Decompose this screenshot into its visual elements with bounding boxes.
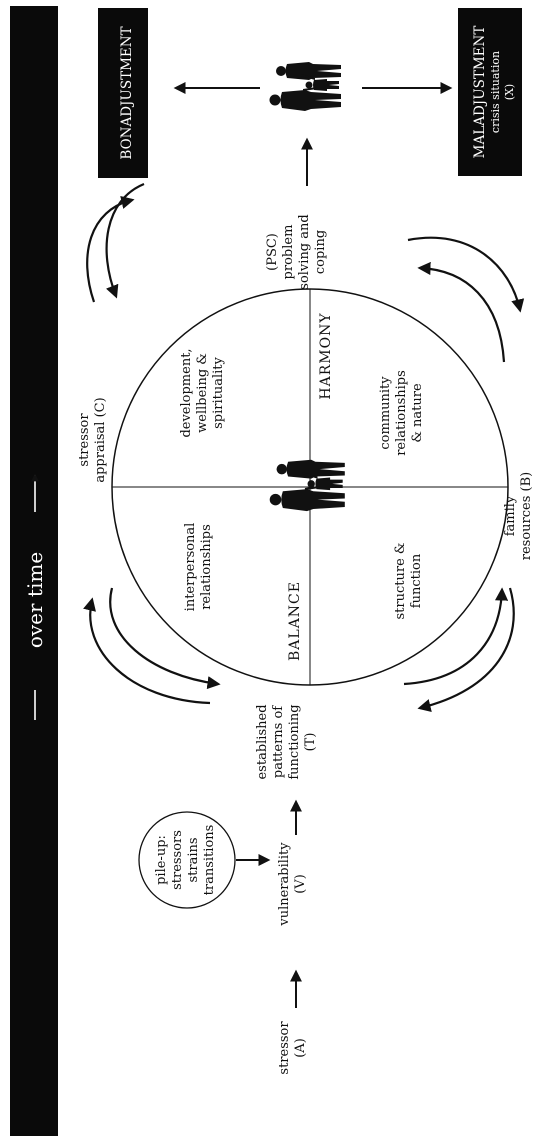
cycle-arrow-br-lower <box>417 261 506 363</box>
patterns-line3: functioning <box>287 704 302 779</box>
quadrant-br-line3: & nature <box>410 383 425 443</box>
vulnerability-line2: (V) <box>293 874 308 894</box>
resources-line2: resources (B) <box>519 472 534 560</box>
timeline-label-group: over time <box>23 473 47 720</box>
quadrant-br-line2: relationships <box>394 370 409 456</box>
cycle-arrow-tr-outer <box>86 196 135 303</box>
cycle-arrow-bl-upper <box>403 587 509 686</box>
patterns-line1: established <box>255 704 270 779</box>
quadrant-tr-line3: spirituality <box>211 356 226 428</box>
quadrant-bl-line2: function <box>409 553 424 608</box>
patterns-label: established patterns of functioning (T) <box>255 704 318 779</box>
cycle-arrow-tl-inner <box>109 587 221 690</box>
quadrant-interpersonal: interpersonal relationships <box>183 523 214 612</box>
appraisal-line1: stressor <box>77 413 92 467</box>
quadrant-br-line1: community <box>378 376 393 450</box>
pileup-line3: strains <box>186 837 201 882</box>
maladjustment-title: MALADJUSTMENT <box>472 26 488 159</box>
quadrant-tl-line1: interpersonal <box>183 523 198 612</box>
stressor-line1: stressor <box>277 1021 292 1075</box>
cycle-arrow-tl-outer <box>83 597 211 705</box>
cycle-arrow-bl-lower <box>417 587 515 712</box>
quadrant-structure: structure & function <box>393 543 424 620</box>
quadrant-community: community relationships & nature <box>378 370 425 456</box>
cycle-arrows <box>83 182 525 712</box>
coping-label: (PSC) problem solving and coping <box>265 214 328 289</box>
vulnerability-label: vulnerability (V) <box>277 842 308 927</box>
bonadjustment-box <box>98 8 148 178</box>
stressor-label: stressor (A) <box>277 1021 308 1075</box>
family-silhouette-icon <box>269 62 341 111</box>
balance-label: BALANCE <box>287 581 303 661</box>
stressor-line2: (A) <box>293 1038 308 1058</box>
stressor-appraisal-label: stressor appraisal (C) <box>77 397 108 482</box>
maladjustment-box <box>458 8 522 176</box>
appraisal-line2: appraisal (C) <box>93 397 108 482</box>
quadrant-tl-line2: relationships <box>199 524 214 610</box>
coping-line1: (PSC) <box>265 233 280 271</box>
coping-line3: solving and <box>297 214 312 289</box>
pileup-label: pile-up: stressors strains transitions <box>154 825 217 896</box>
quadrant-tr-line1: development, <box>179 348 194 437</box>
quadrant-bl-line1: structure & <box>393 543 408 620</box>
timeline-label: over time <box>23 552 47 648</box>
pileup-line1: pile-up: <box>154 835 169 885</box>
coping-line4: coping <box>313 230 328 274</box>
cycle-arrow-br-upper <box>407 236 525 313</box>
maladjustment-line3: (X) <box>503 84 516 100</box>
pileup-line4: transitions <box>202 825 217 896</box>
vulnerability-line1: vulnerability <box>277 842 292 927</box>
quadrant-development: development, wellbeing & spirituality <box>179 348 226 437</box>
resources-line1: family <box>503 495 518 536</box>
timeline-bar <box>10 6 58 1136</box>
quadrant-tr-line2: wellbeing & <box>195 353 210 433</box>
coping-line2: problem <box>281 225 296 280</box>
cycle-arrow-tr-inner <box>105 182 145 299</box>
pileup-circle <box>138 811 236 909</box>
harmony-label: HARMONY <box>318 312 334 399</box>
bonadjustment-label: BONADJUSTMENT <box>119 26 135 159</box>
center-family-silhouette-icon <box>269 459 345 512</box>
pileup-line2: stressors <box>170 830 185 890</box>
patterns-line4: (T) <box>303 733 318 752</box>
family-resources-label: family resources (B) <box>503 472 534 560</box>
patterns-line2: patterns of <box>271 705 286 778</box>
maladjustment-line2: crisis situation <box>489 51 502 133</box>
